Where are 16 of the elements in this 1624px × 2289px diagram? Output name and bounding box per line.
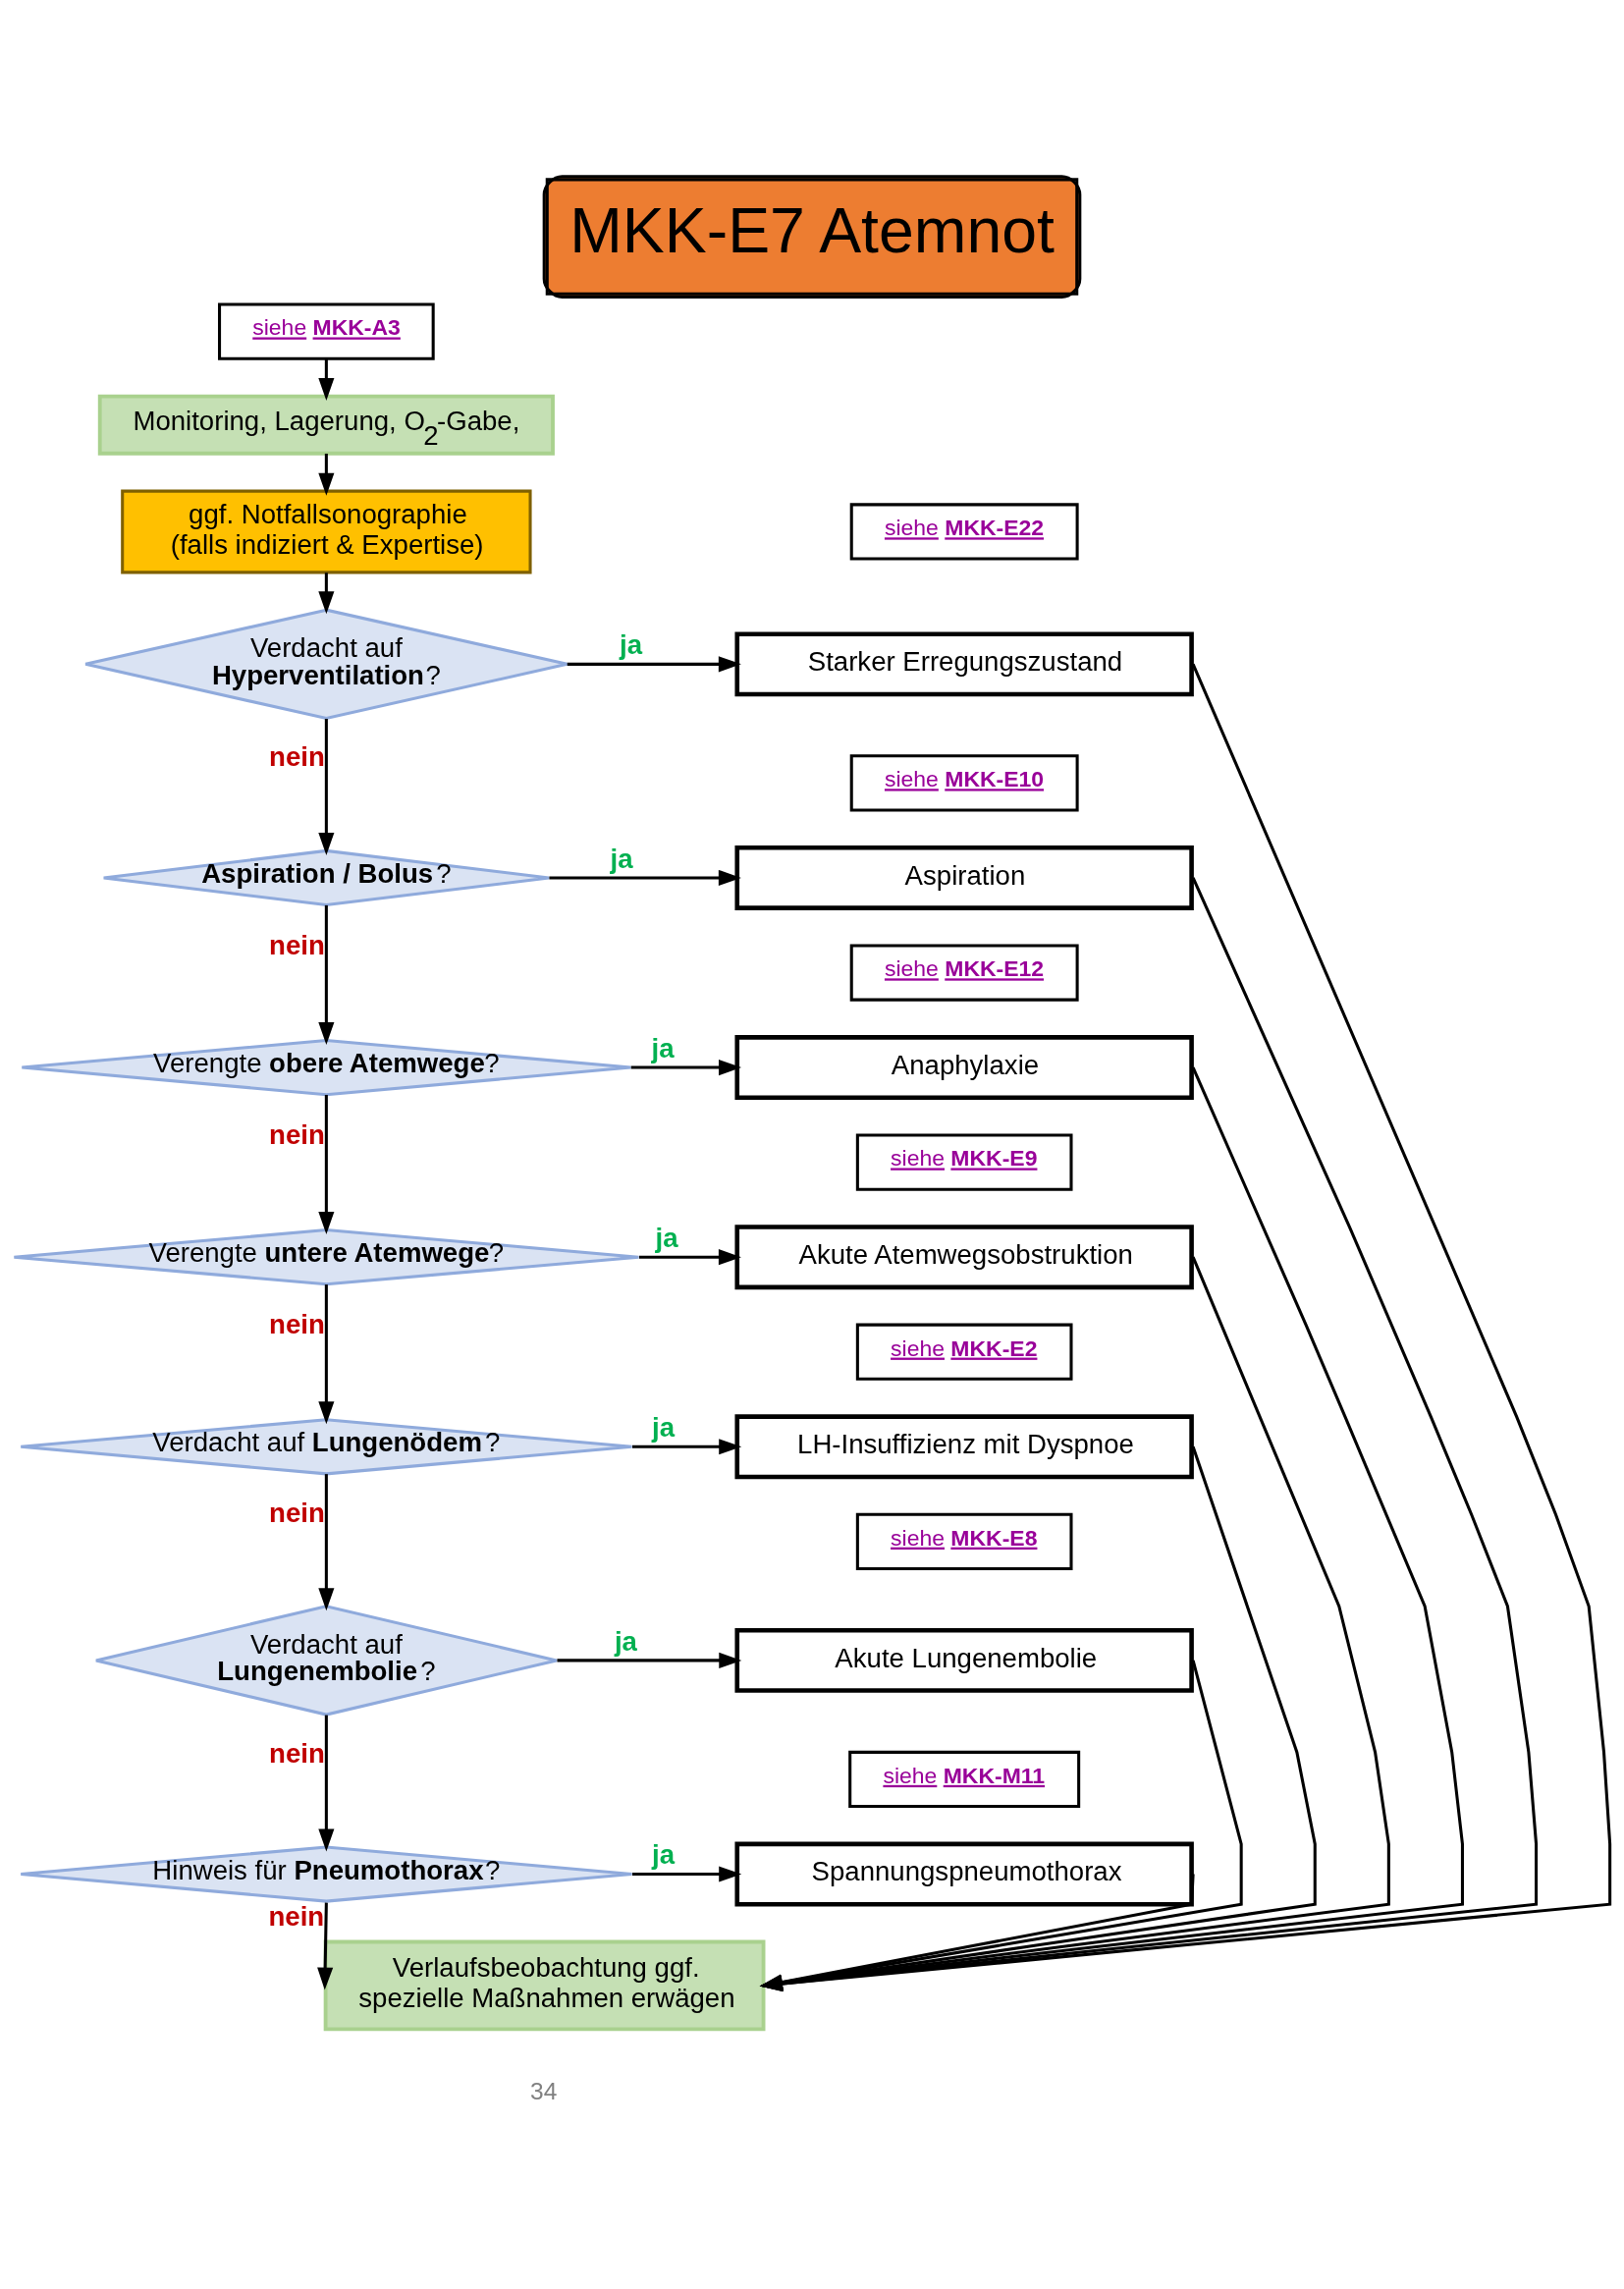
edge-label: ja (651, 1032, 675, 1063)
edge-label: ja (619, 628, 642, 660)
edge-label: nein (269, 740, 325, 772)
edge-label: nein (268, 1900, 325, 1932)
edge-label: nein (269, 1118, 325, 1150)
edge-label: nein (269, 1737, 325, 1769)
edge-label: ja (655, 1222, 678, 1253)
edge-label: nein (269, 1308, 325, 1339)
edge-label: nein (269, 1497, 325, 1528)
edge-label: ja (614, 1625, 637, 1657)
edge-label: ja (652, 1838, 676, 1870)
edge-label: ja (610, 843, 633, 874)
edge-label: ja (652, 1411, 676, 1443)
label: 34 (530, 2077, 558, 2104)
edge-label: nein (269, 929, 325, 960)
diagram-title: MKK-E7 Atemnot (569, 194, 1055, 266)
